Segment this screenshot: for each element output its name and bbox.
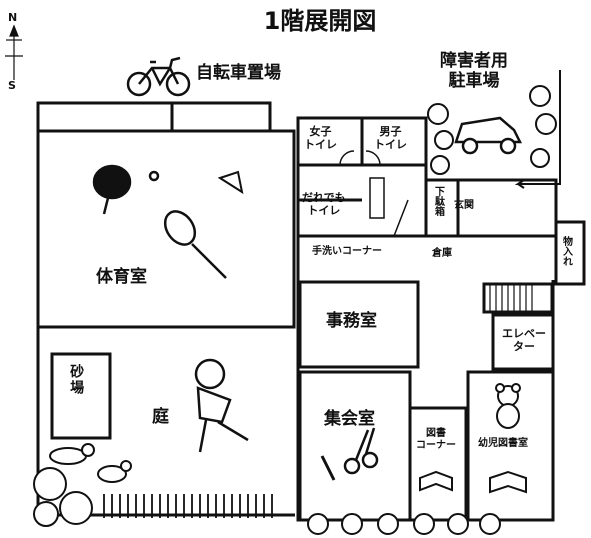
building-walls bbox=[36, 101, 586, 522]
pen-icon bbox=[320, 455, 336, 481]
universal-toilet-label: だれでも トイレ bbox=[302, 191, 346, 217]
office-label: 事務室 bbox=[326, 311, 377, 331]
book-icon bbox=[419, 470, 527, 494]
gym-label: 体育室 bbox=[96, 267, 147, 287]
storeroom-label: 倉庫 bbox=[432, 248, 452, 259]
running-boy-icon bbox=[194, 358, 249, 453]
doors bbox=[339, 150, 458, 237]
compass-south-label: S bbox=[8, 79, 16, 92]
womens-toilet-label: 女子 トイレ bbox=[304, 125, 337, 151]
racket-icon bbox=[163, 210, 227, 279]
dog-icon bbox=[49, 443, 95, 465]
bush-icons bbox=[33, 85, 557, 535]
compass-north-label: N bbox=[8, 11, 18, 24]
assembly-room-label: 集会室 bbox=[324, 409, 375, 429]
stairs bbox=[489, 284, 533, 312]
scissors-icon bbox=[343, 427, 379, 475]
bicycle-parking-label: 自転車置場 bbox=[196, 63, 281, 83]
sandbox-label: 砂場 bbox=[68, 364, 85, 396]
fence bbox=[103, 494, 273, 518]
parking-lot bbox=[425, 70, 561, 189]
book-corner-label: 図書 コーナー bbox=[416, 428, 456, 451]
handwash-corner-label: 手洗いコーナー bbox=[312, 246, 382, 257]
bicycle-icon bbox=[126, 56, 191, 97]
garden-label: 庭 bbox=[152, 407, 169, 427]
storage-label: 物入れ bbox=[560, 236, 572, 266]
children-library-label: 幼児図書室 bbox=[478, 438, 528, 449]
map-title: 1階展開図 bbox=[263, 7, 377, 35]
shoe-box-label: 下駄箱 bbox=[432, 186, 444, 216]
table-tennis-icon bbox=[92, 164, 160, 215]
teddy-bear-icon bbox=[495, 383, 521, 429]
sandbox-area bbox=[50, 352, 112, 440]
accessible-parking-label: 障害者用 駐車場 bbox=[440, 51, 508, 91]
deer-icon bbox=[97, 460, 132, 483]
mens-toilet-label: 男子 トイレ bbox=[374, 125, 407, 151]
compass-icon bbox=[5, 24, 23, 80]
entrance-label: 玄関 bbox=[454, 200, 474, 211]
elevator-label: エレベー ター bbox=[502, 327, 546, 353]
car-icon bbox=[454, 116, 523, 155]
shuttlecock-icon bbox=[217, 170, 244, 195]
